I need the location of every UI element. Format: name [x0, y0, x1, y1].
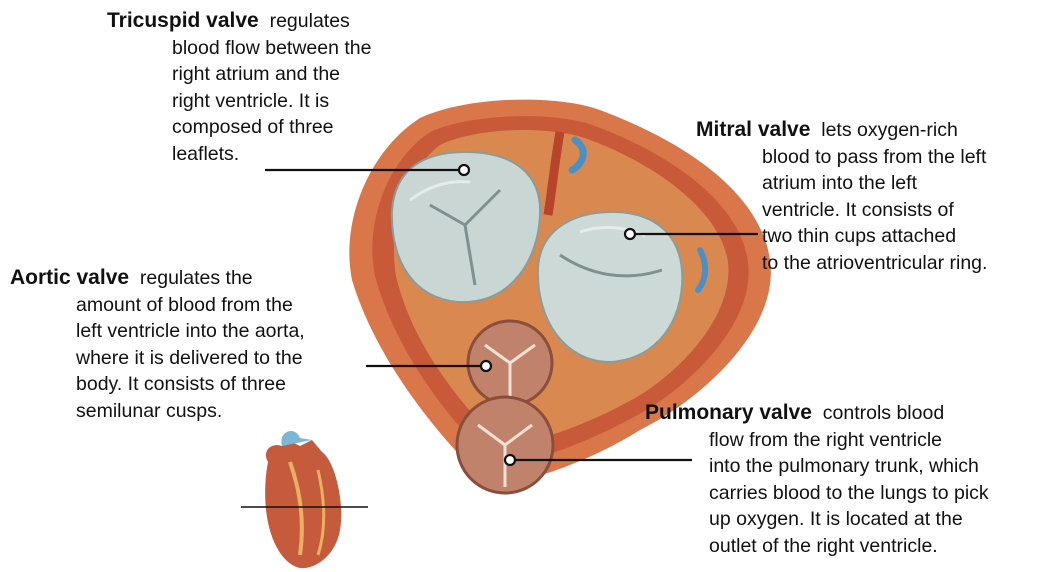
tricuspid-line: leaflets. — [172, 141, 371, 168]
mitral-line: ventricle. It consists of — [762, 197, 987, 224]
pulmonary-line: carries blood to the lungs to pick — [709, 480, 989, 507]
mitral-line: to the atrioventricular ring. — [762, 250, 987, 277]
tricuspid-line: composed of three — [172, 114, 371, 141]
pulmonary-leader-dot — [505, 455, 515, 465]
mitral-title: Mitral valve — [696, 118, 810, 141]
tricuspid-leader-dot — [459, 165, 469, 175]
aortic-line: left ventricle into the aorta, — [76, 318, 305, 345]
aortic-line: body. It consists of three — [76, 371, 305, 398]
aortic-valve-shape — [468, 321, 552, 405]
tricuspid-title: Tricuspid valve — [107, 9, 259, 32]
mitral-line: two thin cups attached — [762, 223, 987, 250]
mitral-leader-dot — [625, 229, 635, 239]
aortic-leader-dot — [481, 361, 491, 371]
mitral-line: atrium into the left — [762, 170, 987, 197]
tricuspid-lead: regulates — [270, 10, 350, 32]
aortic-valve-label: Aortic valve regulates the amount of blo… — [10, 265, 305, 424]
pulmonary-line: flow from the right ventricle — [709, 427, 989, 454]
pulmonary-lead: controls blood — [823, 402, 944, 424]
mitral-line: blood to pass from the left — [762, 144, 987, 171]
aortic-line: amount of blood from the — [76, 292, 305, 319]
pulmonary-valve-label: Pulmonary valve controls blood flow from… — [645, 400, 989, 559]
pulmonary-valve-shape — [457, 397, 553, 493]
pulmonary-line: outlet of the right ventricle. — [709, 533, 989, 560]
mitral-lead: lets oxygen-rich — [821, 119, 958, 141]
heart-orientation-thumbnail — [241, 431, 368, 568]
tricuspid-line: right ventricle. It is — [172, 88, 371, 115]
tricuspid-line: blood flow between the — [172, 35, 371, 62]
tricuspid-valve-label: Tricuspid valve regulates blood flow bet… — [107, 8, 371, 167]
aortic-line: where it is delivered to the — [76, 345, 305, 372]
pulmonary-line: up oxygen. It is located at the — [709, 506, 989, 533]
aortic-title: Aortic valve — [10, 266, 129, 289]
aortic-line: semilunar cusps. — [76, 398, 305, 425]
pulmonary-title: Pulmonary valve — [645, 401, 812, 424]
tricuspid-line: right atrium and the — [172, 61, 371, 88]
aortic-lead: regulates the — [140, 267, 253, 289]
pulmonary-line: into the pulmonary trunk, which — [709, 453, 989, 480]
mitral-valve-label: Mitral valve lets oxygen-rich blood to p… — [696, 117, 987, 276]
